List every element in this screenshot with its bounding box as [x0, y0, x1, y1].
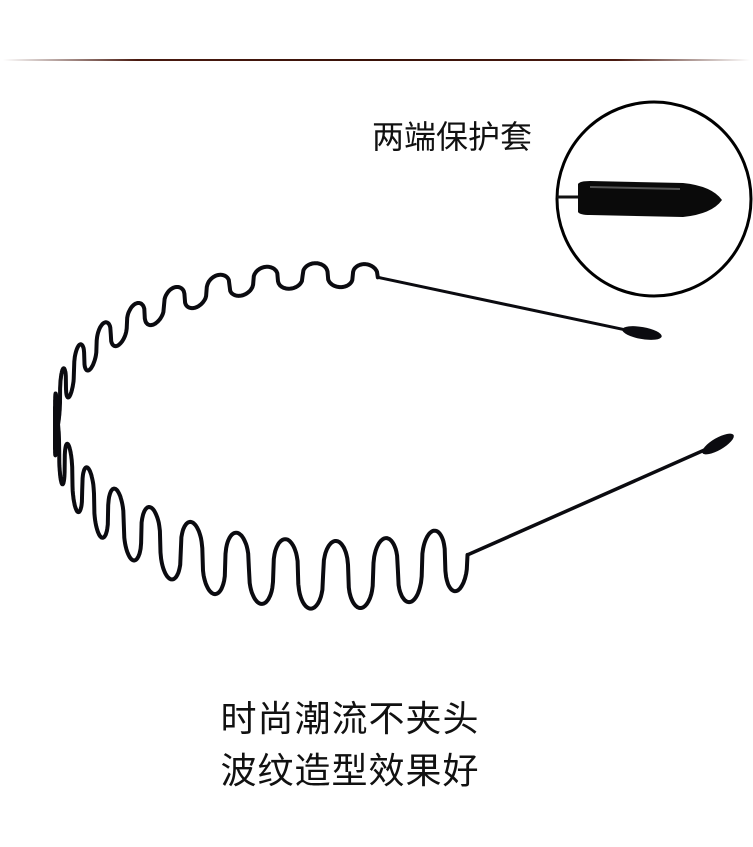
callout-label: 两端保护套: [372, 118, 533, 156]
headband-right-arm-back: [377, 275, 641, 335]
protective-end-cap-closeup: [578, 181, 722, 217]
end-cap-front: [702, 433, 734, 455]
headband-right-arm-front: [466, 442, 719, 557]
end-cap-back: [622, 326, 662, 340]
wavy-headband-wire: [53, 261, 470, 611]
slogan-line-1: 时尚潮流不夹头: [220, 699, 480, 740]
slogan-line-2: 波纹造型效果好: [220, 751, 480, 792]
top-divider-line: [3, 59, 750, 61]
callout-zoom-circle: [555, 100, 753, 298]
